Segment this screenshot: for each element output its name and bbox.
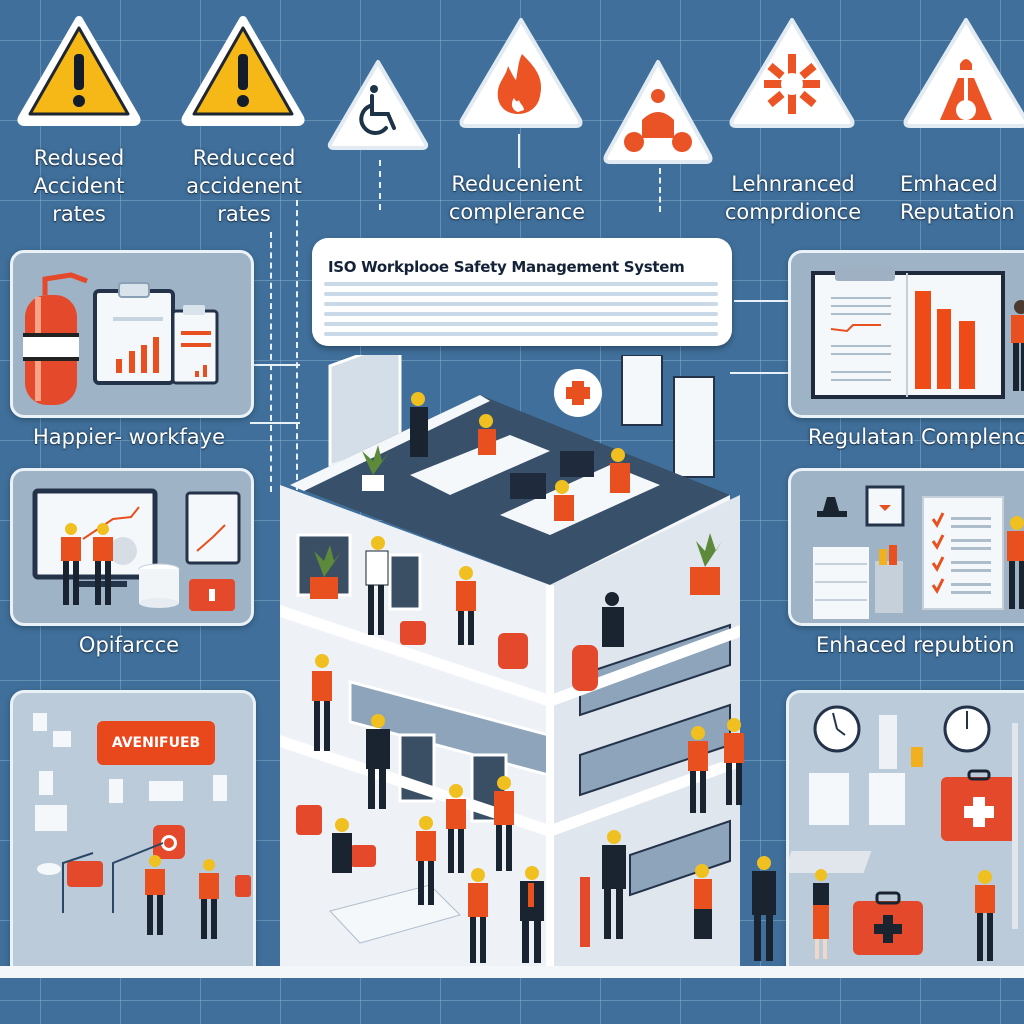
fire-extinguisher-clipboard-illustration [23,272,219,405]
right-panel-1-label: Regulatan Complencı [808,425,1024,449]
worker-figure [1007,516,1024,609]
sign-label-2: Reducced accidenent rates [186,146,302,226]
notice-sign: AVENIFUEB [97,721,215,765]
warning-exclamation-icon [181,16,305,126]
left-panel-1 [10,250,254,418]
left-panel-3: AVENIFUEB [10,690,256,969]
sign-label-4: Reducenient complerance [448,172,586,224]
right-panel-1 [788,250,1024,418]
right-panel-2 [788,468,1024,626]
worker-figure [813,869,829,959]
worker-figure [145,855,165,935]
worker-figures [312,392,776,963]
wheelchair-accessibility-icon [327,60,429,150]
potted-plant-icon [362,445,390,491]
central-title: ISO Workplooe Safety Management System [328,258,685,276]
sign-label-1: Redused Accident rates [33,146,125,226]
ground-strip [0,966,1024,978]
left-panel-1-label: Happier- workfaye [32,425,226,449]
right-panel-3 [786,690,1024,969]
fire-hazard-icon [459,18,583,128]
checklist-desk-illustration [813,485,1024,619]
left-panel-2-label: Opifarcce [78,633,180,657]
potted-plant-icon [310,545,342,599]
left-panel-2 [10,468,254,626]
safety-wall-illustration [33,713,251,939]
worker-figure [1011,300,1024,391]
sign-label-7: Emhaced Reputation [900,172,1015,224]
first-aid-kit-icon [853,891,923,955]
warning-exclamation-icon [17,16,141,126]
sign-label-6: Lehnranced comprdionce [724,172,862,224]
clock-icon [813,705,861,753]
binder-barchart-illustration [811,267,1024,399]
worker-hazard-icon [603,60,713,164]
worker-figure [199,859,219,939]
first-aid-burst-icon [729,18,855,128]
clock-firstaid-illustration [789,705,1018,961]
central-title-box: ISO Workplooe Safety Management System [312,238,732,346]
worker-figure [61,523,81,605]
worker-figure [975,870,995,961]
coin-stack [138,563,180,608]
first-aid-circle-icon [554,369,602,417]
right-panel-2-label: Enhaced repubtion [816,633,1015,657]
worker-hardhat-icon [903,18,1024,128]
isometric-office-building-illustration [280,355,776,967]
clock-icon [943,705,991,753]
first-aid-kit-icon [941,769,1017,841]
potted-plant-icon [690,533,722,595]
presentation-illustration [32,488,241,611]
worker-figure [93,523,113,605]
